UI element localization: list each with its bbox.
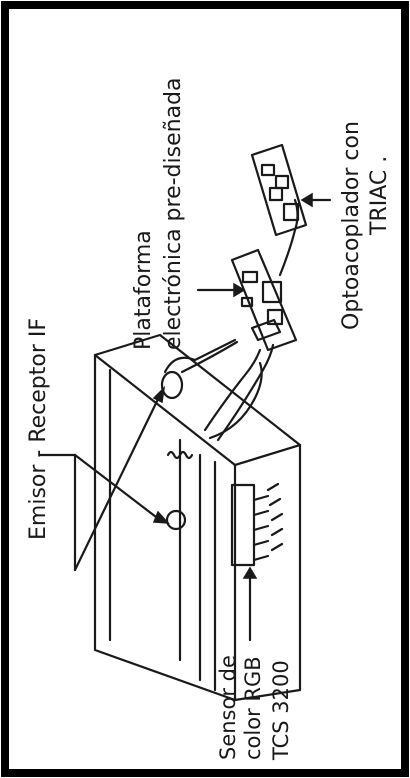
- label-sensor-1: Sensor de: [216, 655, 240, 760]
- arrow-emisor: [38, 385, 170, 572]
- ir-emitter: [165, 450, 194, 531]
- arrow-sensor: [242, 566, 258, 642]
- label-emisor-receptor: Emisor - Receptor IF: [26, 318, 51, 540]
- wires: [180, 340, 275, 442]
- arrow-optocoupler: [300, 192, 332, 208]
- rgb-sensor-module: [230, 482, 284, 567]
- label-plataforma-2: electrónica pre-diseñada: [161, 78, 186, 351]
- label-optoacoplador-1: Optoacoplador con: [339, 121, 364, 330]
- electronic-platform-board: [230, 248, 298, 352]
- ir-receiver: [160, 338, 237, 400]
- optocoupler-board: [250, 143, 308, 237]
- enclosure-box: [93, 333, 302, 702]
- label-sensor-3: TCS 3200: [269, 660, 293, 761]
- arrow-platform: [196, 282, 246, 298]
- label-optoacoplador-2: TRIAC .: [367, 156, 392, 236]
- label-sensor-2: color RGB: [241, 656, 265, 760]
- label-plataforma-1: Plataforma: [131, 230, 156, 350]
